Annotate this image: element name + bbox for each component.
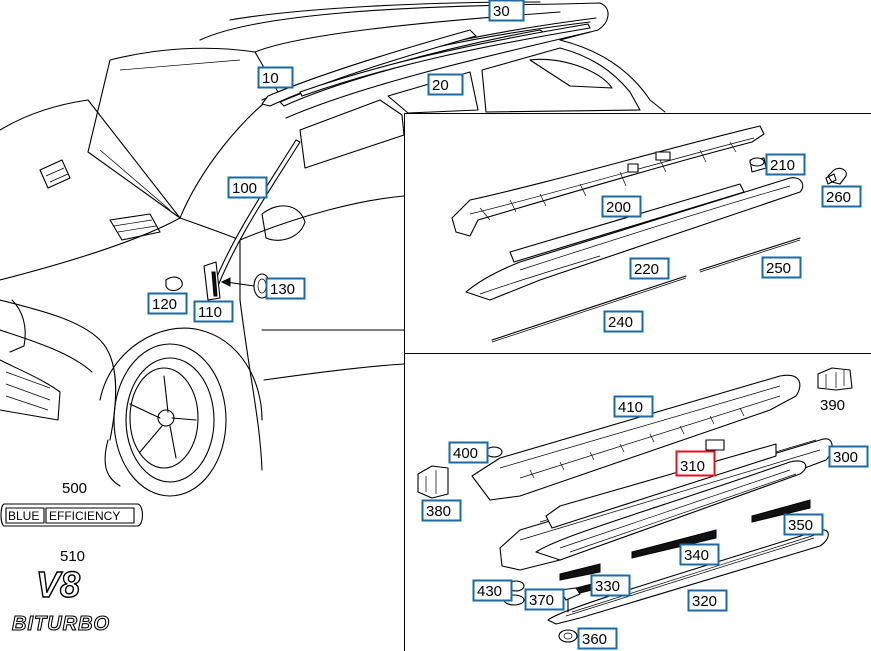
callout-label: 350: [788, 517, 813, 534]
callout-label: 10: [262, 70, 279, 87]
callout-410[interactable]: 410: [613, 395, 654, 418]
a-pillar-trim: [209, 139, 301, 297]
callout-310[interactable]: 310: [675, 450, 716, 477]
callout-label: 410: [618, 399, 643, 416]
callout-label: 20: [432, 77, 449, 94]
callout-label: 330: [595, 578, 620, 595]
blue-efficiency-badge: BLUE EFFICIENCY: [0, 503, 144, 527]
callout-box: [227, 176, 268, 199]
callout-label: 430: [477, 583, 502, 600]
callout-box: [524, 588, 565, 611]
badge-blue-text: BLUE: [8, 509, 39, 523]
callout-box: [629, 257, 670, 280]
callout-210[interactable]: 210: [765, 153, 806, 176]
callout-120[interactable]: 120: [147, 292, 188, 315]
callout-130[interactable]: 130: [265, 277, 306, 300]
callout-box: [601, 195, 642, 218]
callout-label: 320: [692, 593, 717, 610]
callout-label: 210: [770, 157, 795, 174]
callout-330[interactable]: 330: [590, 574, 631, 597]
callout-340[interactable]: 340: [679, 543, 720, 566]
callout-label: 250: [766, 260, 791, 277]
callout-label: 240: [608, 314, 633, 331]
callout-box: [427, 73, 464, 96]
callout-430[interactable]: 430: [472, 579, 513, 602]
callout-360[interactable]: 360: [577, 627, 618, 650]
callout-380[interactable]: 380: [421, 499, 462, 522]
callout-110[interactable]: 110: [193, 300, 234, 323]
callout-box: [257, 66, 294, 89]
callout-box: [765, 153, 806, 176]
callout-box: [147, 292, 188, 315]
callout-box: [828, 445, 869, 468]
badge-efficiency-text: EFFICIENCY: [49, 509, 120, 523]
callout-220[interactable]: 220: [629, 257, 670, 280]
roof-rail-parts: [261, 23, 591, 107]
callout-100[interactable]: 100: [227, 176, 268, 199]
callout-350[interactable]: 350: [783, 513, 824, 536]
callout-250[interactable]: 250: [761, 256, 802, 279]
callout-label: 100: [232, 180, 257, 197]
callout-box: [472, 579, 513, 602]
callout-20[interactable]: 20: [427, 73, 464, 96]
callout-label: 340: [684, 547, 709, 564]
side-molding-parts: [451, 125, 847, 343]
callout-label: 110: [198, 304, 222, 321]
callout-box: [783, 513, 824, 536]
callout-label: 200: [606, 199, 631, 216]
callout-box: [679, 543, 720, 566]
callout-10[interactable]: 10: [257, 66, 294, 89]
callout-label: 300: [833, 449, 858, 466]
label-500: 500: [62, 480, 87, 497]
callout-box: [488, 0, 525, 22]
callout-box: [193, 300, 234, 323]
callout-30[interactable]: 30: [488, 0, 525, 22]
callout-box: [821, 185, 862, 208]
callout-label: 310: [680, 458, 705, 475]
callout-370[interactable]: 370: [524, 588, 565, 611]
badge-biturbo-text: BITURBO: [12, 613, 110, 635]
callout-label: 130: [270, 281, 295, 298]
callout-label: 370: [529, 592, 554, 609]
callout-box: [577, 627, 618, 650]
callout-box: [687, 589, 728, 612]
callout-label: 220: [634, 261, 659, 278]
label-510: 510: [60, 548, 85, 565]
callout-400[interactable]: 400: [448, 441, 489, 464]
callout-box: [265, 277, 306, 300]
callout-box: [675, 450, 716, 477]
callout-box: [761, 256, 802, 279]
label-390: 390: [820, 397, 845, 414]
callout-200[interactable]: 200: [601, 195, 642, 218]
callout-240[interactable]: 240: [603, 310, 644, 333]
callout-label: 400: [453, 445, 478, 462]
callout-260[interactable]: 260: [821, 185, 862, 208]
callout-label: 30: [493, 3, 510, 20]
callout-box: [448, 441, 489, 464]
callout-label: 120: [152, 296, 177, 313]
callout-label: 380: [426, 503, 451, 520]
callout-box: [590, 574, 631, 597]
callout-label: 360: [582, 631, 607, 648]
callout-box: [421, 499, 462, 522]
callout-label: 260: [826, 189, 851, 206]
callout-box: [603, 310, 644, 333]
callout-box: [613, 395, 654, 418]
badge-v8-text: V8: [36, 564, 80, 605]
callout-layer: 10 20 30 100 110 120 130 200 210 220 240 250 260 300 3…: [147, 0, 869, 650]
callout-320[interactable]: 320: [687, 589, 728, 612]
callout-300[interactable]: 300: [828, 445, 869, 468]
